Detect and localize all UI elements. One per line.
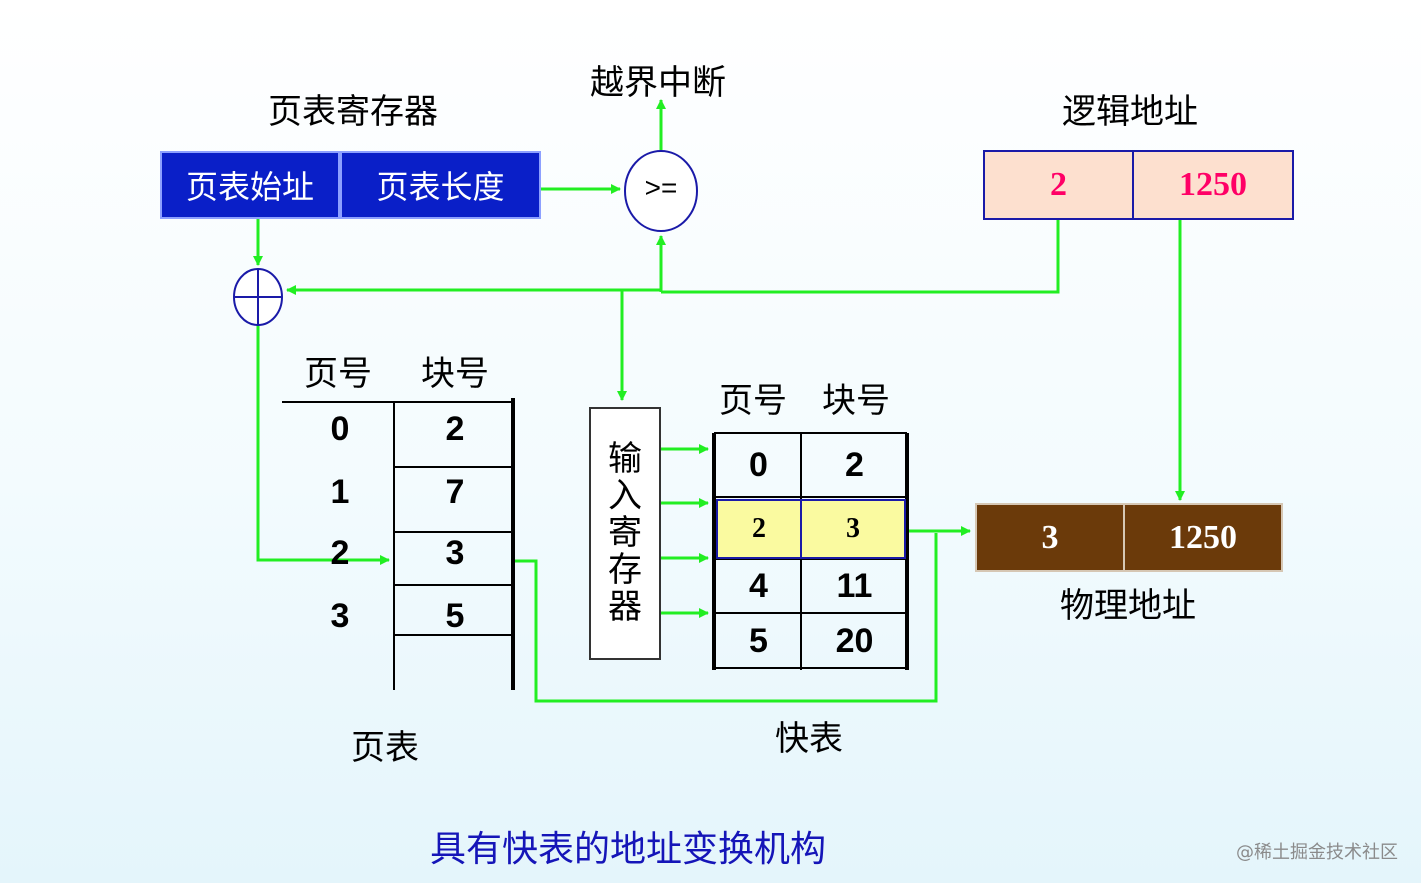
physical-offset: 1250 [1123,503,1283,572]
line-logical-page-bus [666,220,1060,294]
page-table-grid [282,398,515,690]
tlb-page-cell: 5 [749,621,768,660]
input-register-char: 入 [608,476,642,516]
page-table-caption: 页表 [351,728,419,768]
page-table-page-cell: 1 [330,473,350,511]
comparator-symbol: >= [644,172,678,203]
page-table-page-cell: 2 [330,534,350,572]
tlb-header-page: 页号 [719,381,787,421]
tlb-block-cell: 11 [836,566,873,605]
page-table-page-cell: 0 [330,410,350,448]
page-table-header-page: 页号 [304,354,372,394]
page-table-register-title: 页表寄存器 [268,92,438,132]
page-table-block-cell: 3 [445,534,465,572]
page-table-block-cell: 5 [445,597,465,635]
tlb-caption: 快表 [775,719,843,759]
adder-icon [233,268,283,326]
input-register-char: 存 [608,550,642,590]
tlb-highlight-block-cell: 3 [800,499,906,559]
register-start-address: 页表始址 [160,151,340,219]
page-table-header-block: 块号 [421,354,489,394]
line-page-table-to-physical [514,533,938,703]
input-register-char: 寄 [608,513,642,553]
arrow-adder-to-page-table [256,324,390,565]
tlb-header-block: 块号 [822,381,890,421]
interrupt-label: 越界中断 [590,63,726,103]
tlb-block-cell: 20 [835,621,874,660]
tlb-block-cell: 2 [845,445,864,484]
register-table-length: 页表长度 [340,151,541,219]
input-register: 输 入 寄 存 器 [589,407,661,660]
physical-block-number: 3 [975,503,1125,572]
input-register-char: 器 [608,587,642,627]
logical-address-title: 逻辑地址 [1062,92,1198,132]
comparator-circle [624,150,698,232]
logical-page-number: 2 [983,150,1134,220]
input-register-char: 输 [608,439,642,479]
page-table-block-cell: 7 [445,473,465,511]
tlb-page-cell: 4 [749,566,768,605]
watermark: @稀土掘金技术社区 [1236,842,1398,863]
logical-offset: 1250 [1132,150,1294,220]
page-table-block-cell: 2 [445,410,465,448]
figure-caption: 具有快表的地址变换机构 [430,829,827,870]
tlb-highlight-page-cell: 2 [716,499,802,559]
physical-address-title: 物理地址 [1060,586,1196,626]
page-table-page-cell: 3 [330,597,350,635]
tlb-page-cell: 0 [749,445,768,484]
